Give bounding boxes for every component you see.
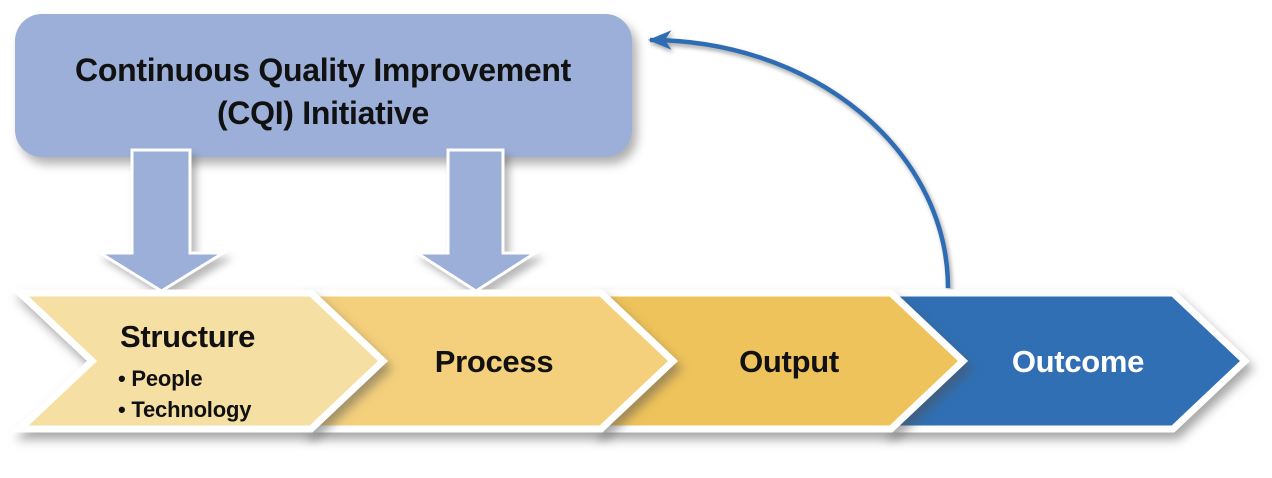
stage-label-output: Output xyxy=(739,344,839,379)
down-arrow-icon xyxy=(94,148,229,293)
stage-chevron-structure xyxy=(11,289,389,433)
feedback-arrow xyxy=(648,30,951,289)
stage-bullet-people: • People xyxy=(118,366,202,391)
stage-label-outcome: Outcome xyxy=(1012,344,1144,379)
stage-label-process: Process xyxy=(435,344,554,379)
stage-bullet-technology: • Technology xyxy=(118,397,252,422)
down-arrow-icon xyxy=(411,148,541,293)
stage-label-structure: Structure xyxy=(120,319,255,354)
cqi-box-shape xyxy=(15,14,632,157)
stage-flow: Structure • People • Technology Process … xyxy=(11,289,1251,433)
cqi-box-title-line2: (CQI) Initiative xyxy=(217,95,429,131)
cqi-box: Continuous Quality Improvement (CQI) Ini… xyxy=(15,14,632,157)
connector-arrows xyxy=(94,148,541,293)
cqi-box-title-line1: Continuous Quality Improvement xyxy=(75,52,572,88)
